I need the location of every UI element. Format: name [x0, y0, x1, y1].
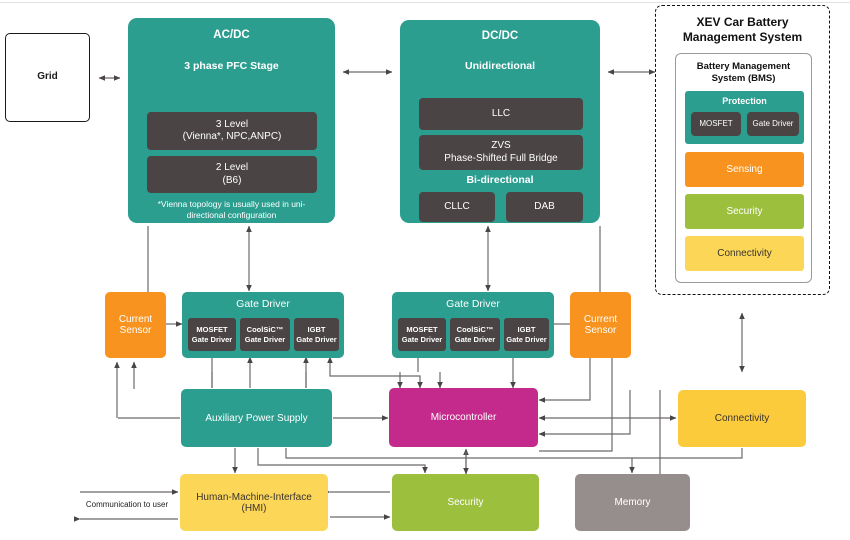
gd-left-igbt-line2: Gate Driver	[296, 334, 337, 344]
bms-protection-title: Protection	[722, 96, 767, 106]
current-sensor-right[interactable]: Current Sensor	[570, 292, 631, 358]
gate-driver-right-chip-mosfet[interactable]: MOSFET Gate Driver	[398, 318, 446, 351]
gate-driver-right-chip-coolsic[interactable]: CoolSiC™ Gate Driver	[450, 318, 500, 351]
hmi-line2: (HMI)	[241, 502, 267, 514]
gd-right-coolsic-line2: Gate Driver	[454, 334, 496, 344]
dcdc-zvs-line2: Phase-Shifted Full Bridge	[444, 152, 558, 164]
acdc-topology-3-level[interactable]: 3 Level (Vienna*, NPC,ANPC)	[147, 112, 317, 150]
dcdc-bidirectional-label: Bi-directional	[466, 174, 534, 186]
gate-driver-right-title: Gate Driver	[446, 298, 500, 310]
dcdc-zvs-line1: ZVS	[491, 140, 511, 151]
xev-battery-management-panel: XEV Car Battery Management System Batter…	[655, 5, 830, 295]
bms-gate-driver-label: Gate Driver	[752, 119, 794, 128]
gd-left-mosfet-line1: MOSFET	[196, 324, 228, 334]
memory-block[interactable]: Memory	[575, 474, 690, 531]
dcdc-block-dab[interactable]: DAB	[506, 192, 583, 222]
dcdc-llc-line1: LLC	[491, 107, 511, 119]
gd-right-mosfet-line1: MOSFET	[406, 324, 438, 334]
gd-left-igbt-line1: IGBT	[307, 324, 326, 334]
communication-to-user-label: Communication to user	[85, 500, 169, 509]
dcdc-block[interactable]: DC/DC Unidirectional LLC ZVS Phase-Shift…	[400, 20, 600, 223]
acdc-3level-line1: 3 Level	[215, 118, 249, 130]
dcdc-block-cllc[interactable]: CLLC	[419, 192, 495, 222]
dcdc-block-zvs[interactable]: ZVS Phase-Shifted Full Bridge	[419, 135, 583, 170]
top-divider	[0, 2, 850, 3]
gd-right-mosfet-line2: Gate Driver	[401, 334, 443, 344]
dcdc-unidirectional-label: Unidirectional	[464, 60, 535, 72]
acdc-block[interactable]: AC/DC 3 phase PFC Stage 3 Level (Vienna*…	[128, 18, 335, 223]
bms-connectivity-label: Connectivity	[717, 248, 772, 259]
gate-driver-left-chip-coolsic[interactable]: CoolSiC™ Gate Driver	[240, 318, 290, 351]
gd-right-igbt-line2: Gate Driver	[506, 334, 547, 344]
bms-protection-group[interactable]: Protection MOSFET Gate Driver	[685, 91, 804, 144]
dcdc-title: DC/DC	[481, 30, 519, 42]
current-sensor-left-line1: Current	[118, 314, 153, 325]
xev-title-line2: Management System	[682, 30, 803, 44]
gd-left-coolsic-line1: CoolSiC™	[246, 324, 284, 334]
connectivity-label: Connectivity	[714, 413, 770, 424]
gd-left-mosfet-line2: Gate Driver	[191, 334, 233, 344]
current-sensor-left-line2: Sensor	[119, 325, 152, 336]
current-sensor-right-line1: Current	[583, 314, 618, 325]
bms-title-line1: Battery Management	[696, 61, 791, 72]
bms-sensing-row[interactable]: Sensing	[685, 152, 804, 187]
memory-label: Memory	[614, 497, 651, 508]
bms-protection-gate-driver[interactable]: Gate Driver	[747, 112, 799, 136]
grid-label: Grid	[37, 71, 58, 83]
gd-right-coolsic-line1: CoolSiC™	[456, 324, 494, 334]
xev-title-line1: XEV Car Battery	[696, 15, 789, 29]
gate-driver-group-left[interactable]: Gate Driver MOSFET Gate Driver CoolSiC™ …	[182, 292, 344, 358]
bms-connectivity-row[interactable]: Connectivity	[685, 236, 804, 271]
current-sensor-left[interactable]: Current Sensor	[105, 292, 166, 358]
bms-security-row[interactable]: Security	[685, 194, 804, 229]
dcdc-block-llc[interactable]: LLC	[419, 98, 583, 130]
microcontroller-label: Microcontroller	[430, 412, 497, 423]
gd-left-coolsic-line2: Gate Driver	[244, 334, 286, 344]
grid-block[interactable]: Grid	[5, 33, 90, 122]
bms-security-label: Security	[726, 206, 763, 217]
security-label: Security	[447, 497, 484, 508]
hmi-line1: Human-Machine-Interface	[196, 491, 312, 503]
hmi-block[interactable]: Human-Machine-Interface (HMI)	[180, 474, 328, 531]
bms-protection-mosfet[interactable]: MOSFET	[691, 112, 741, 136]
gate-driver-group-right[interactable]: Gate Driver MOSFET Gate Driver CoolSiC™ …	[392, 292, 554, 358]
microcontroller-block[interactable]: Microcontroller	[389, 388, 538, 447]
bms-panel: Battery Management System (BMS) Protecti…	[675, 53, 812, 283]
gate-driver-left-chip-mosfet[interactable]: MOSFET Gate Driver	[188, 318, 236, 351]
gate-driver-left-title: Gate Driver	[236, 298, 290, 310]
dcdc-dab-label: DAB	[534, 200, 555, 212]
acdc-subtitle: 3 phase PFC Stage	[184, 60, 279, 72]
auxiliary-power-supply-label: Auxiliary Power Supply	[205, 412, 308, 424]
gate-driver-left-chip-igbt[interactable]: IGBT Gate Driver	[294, 318, 339, 351]
bms-title-line2: System (BMS)	[711, 73, 776, 84]
acdc-topology-2-level[interactable]: 2 Level (B6)	[147, 156, 317, 193]
auxiliary-power-supply-block[interactable]: Auxiliary Power Supply	[181, 389, 332, 447]
acdc-title: AC/DC	[213, 29, 250, 41]
bms-mosfet-label: MOSFET	[699, 119, 733, 128]
acdc-2level-line1: 2 Level	[215, 162, 249, 173]
bms-sensing-label: Sensing	[726, 164, 763, 175]
dcdc-cllc-label: CLLC	[444, 200, 470, 212]
gate-driver-right-chip-igbt[interactable]: IGBT Gate Driver	[504, 318, 549, 351]
acdc-3level-line2: (Vienna*, NPC,ANPC)	[182, 131, 282, 142]
security-block[interactable]: Security	[392, 474, 539, 531]
gd-right-igbt-line1: IGBT	[517, 324, 536, 334]
current-sensor-right-line2: Sensor	[584, 325, 617, 336]
acdc-footnote: *Vienna topology is usually used in uni-…	[157, 199, 306, 221]
connectivity-block[interactable]: Connectivity	[678, 390, 806, 447]
acdc-2level-line2: (B6)	[222, 174, 242, 186]
